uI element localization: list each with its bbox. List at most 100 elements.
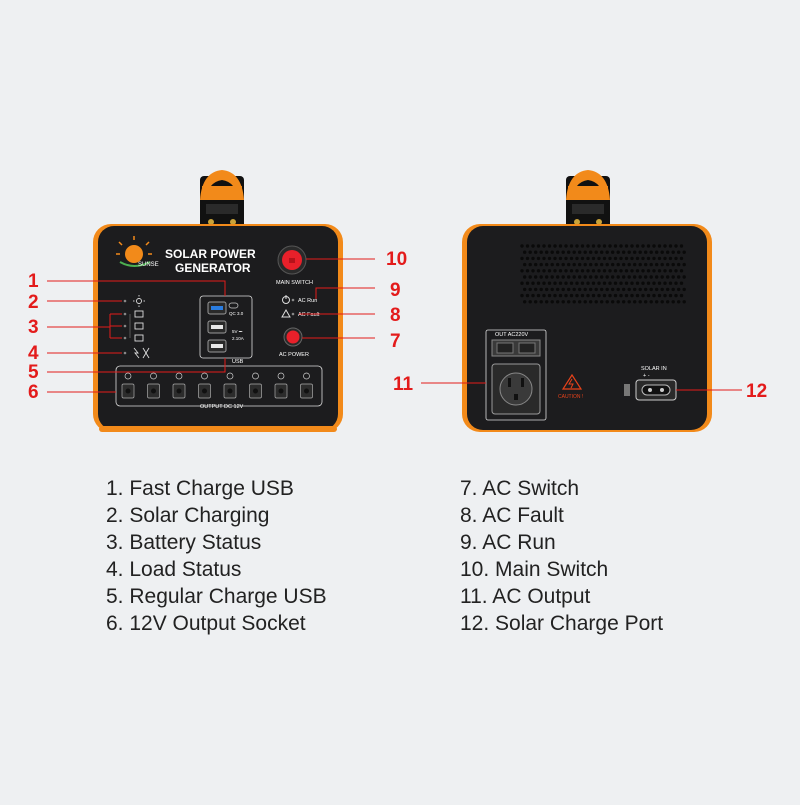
legend-item: 4. Load Status [106,558,242,581]
ac-fault-label: AC Fault [298,312,320,318]
vent-hole [564,269,568,273]
vent-hole [649,287,653,292]
vent-hole [674,256,678,261]
dc-socket[interactable] [198,372,211,399]
ac-power-button[interactable] [283,327,303,347]
dc-socket[interactable] [223,372,237,399]
vent-hole [616,262,620,267]
vent-hole [649,300,653,304]
vent-hole [649,275,653,279]
vent-hole [536,256,541,261]
sun-icon [133,295,145,307]
vent-hole [677,250,681,254]
legend-item: 8. AC Fault [460,504,564,527]
dc-socket[interactable] [249,372,262,399]
back-handle [566,170,610,232]
vent-hole [657,281,662,285]
vent-hole [611,300,615,304]
dc-socket[interactable] [147,372,160,399]
vent-hole [613,256,618,261]
vent-hole [542,293,546,298]
vent-hole [616,250,620,254]
callout-8: 8 [390,305,401,326]
panel-title-line2: GENERATOR [175,261,251,275]
vent-hole [635,244,640,248]
vent-hole [575,256,579,261]
vent-hole [589,262,593,267]
vent-hole [616,300,620,304]
fast-charge-usb[interactable] [211,306,223,310]
callout-6: 6 [28,382,39,403]
ac-outlet[interactable]: OUT AC220V [485,329,547,421]
legend-item: 1. Fast Charge USB [106,477,294,500]
vent-hole [641,256,645,261]
vent-hole [649,250,653,254]
dc-socket[interactable] [172,372,186,399]
vent-hole [638,262,642,267]
vent-hole [542,256,546,261]
vent-hole [572,300,576,304]
vent-hole [569,293,574,298]
vent-hole [558,281,563,285]
vent-hole [633,262,637,267]
legend-right: 7. AC Switch 8. AC Fault 9. AC Run 10. M… [460,475,663,637]
vent-hole [556,300,560,304]
vent-hole [597,281,601,285]
qc-label: QC 3.0 [229,311,244,316]
vent-hole [520,256,524,261]
vent-hole [594,300,598,304]
vent-hole [660,250,664,254]
vent-hole [668,281,673,285]
vent-hole [622,250,626,254]
vent-hole [635,269,640,273]
dc-socket[interactable] [121,372,135,399]
regular-usb-2[interactable] [211,344,223,348]
vent-hole [679,269,684,273]
vent-hole [619,281,623,285]
vent-hole [597,256,601,261]
vent-hole [580,269,585,273]
legend-item: 5. Regular Charge USB [106,585,327,608]
vent-hole [663,244,667,248]
vent-hole [578,287,582,292]
output-dc-label: OUTPUT DC 12V [200,404,244,410]
vent-hole [539,250,543,254]
vent-hole [619,293,623,298]
dc-socket[interactable] [274,372,288,399]
vent-hole [674,281,678,285]
vent-hole [583,262,587,267]
vent-hole [547,293,552,298]
vent-hole [677,262,681,267]
dc-socket[interactable] [300,372,313,399]
vent-hole [556,250,560,254]
main-switch[interactable] [277,245,307,275]
vent-hole [564,244,568,248]
vent-hole [638,250,642,254]
vent-hole [520,281,524,285]
legend-item: 3. Battery Status [106,531,262,554]
regular-usb-1[interactable] [211,325,223,329]
vent-hole [646,244,651,248]
vent-hole [613,281,618,285]
legend-item: 2. Solar Charging [106,504,270,527]
callout-5: 5 [28,362,39,383]
vent-hole [679,281,684,285]
vent-hole [660,287,664,292]
solar-charge-port[interactable]: SOLAR IN + - [624,366,677,401]
vent-hole [630,293,634,298]
vent-hole [583,250,587,254]
usb-label: USB [232,359,244,365]
vent-hole [583,300,587,304]
front-unit: SUNSE SOLAR POWER GENERATOR MAIN SWITCH … [93,170,343,432]
vent-hole [558,256,563,261]
vent-hole [525,293,530,298]
vent-hole [536,281,541,285]
vent-hole [679,256,684,261]
legend-left: 1. Fast Charge USB 2. Solar Charging 3. … [106,475,327,637]
vent-hole [663,256,667,261]
vent-hole [572,262,576,267]
vent-hole [531,256,535,261]
vent-hole [635,293,640,298]
panel-title-line1: SOLAR POWER [165,247,256,261]
vent-hole [630,269,634,273]
